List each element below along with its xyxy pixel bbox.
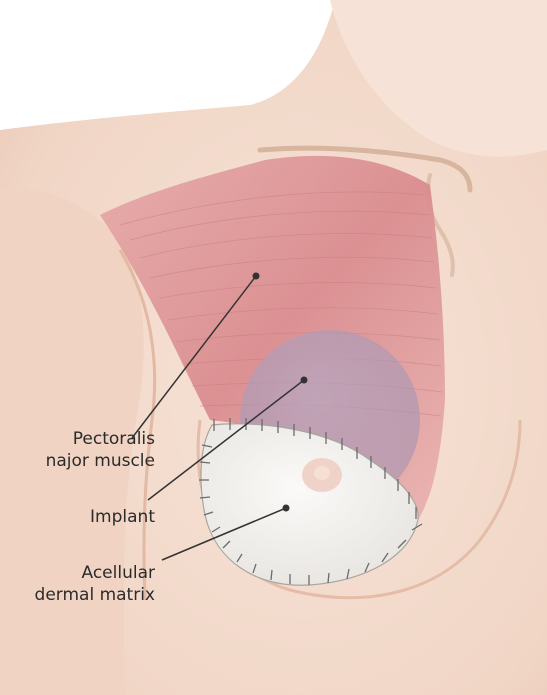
label-adm-line1: Acellular	[35, 562, 155, 584]
label-implant-line1: Implant	[90, 506, 155, 528]
dot-implant	[301, 377, 308, 384]
dot-adm	[283, 505, 290, 512]
dot-pectoralis	[253, 273, 260, 280]
label-pectoralis-line2: najor muscle	[46, 450, 155, 472]
nipple-center	[314, 466, 330, 480]
label-pectoralis-line1: Pectoralis	[46, 428, 155, 450]
label-acellular-dermal-matrix: Acellular dermal matrix	[35, 562, 155, 606]
label-pectoralis-major: Pectoralis najor muscle	[46, 428, 155, 472]
label-implant: Implant	[90, 506, 155, 528]
label-adm-line2: dermal matrix	[35, 584, 155, 606]
